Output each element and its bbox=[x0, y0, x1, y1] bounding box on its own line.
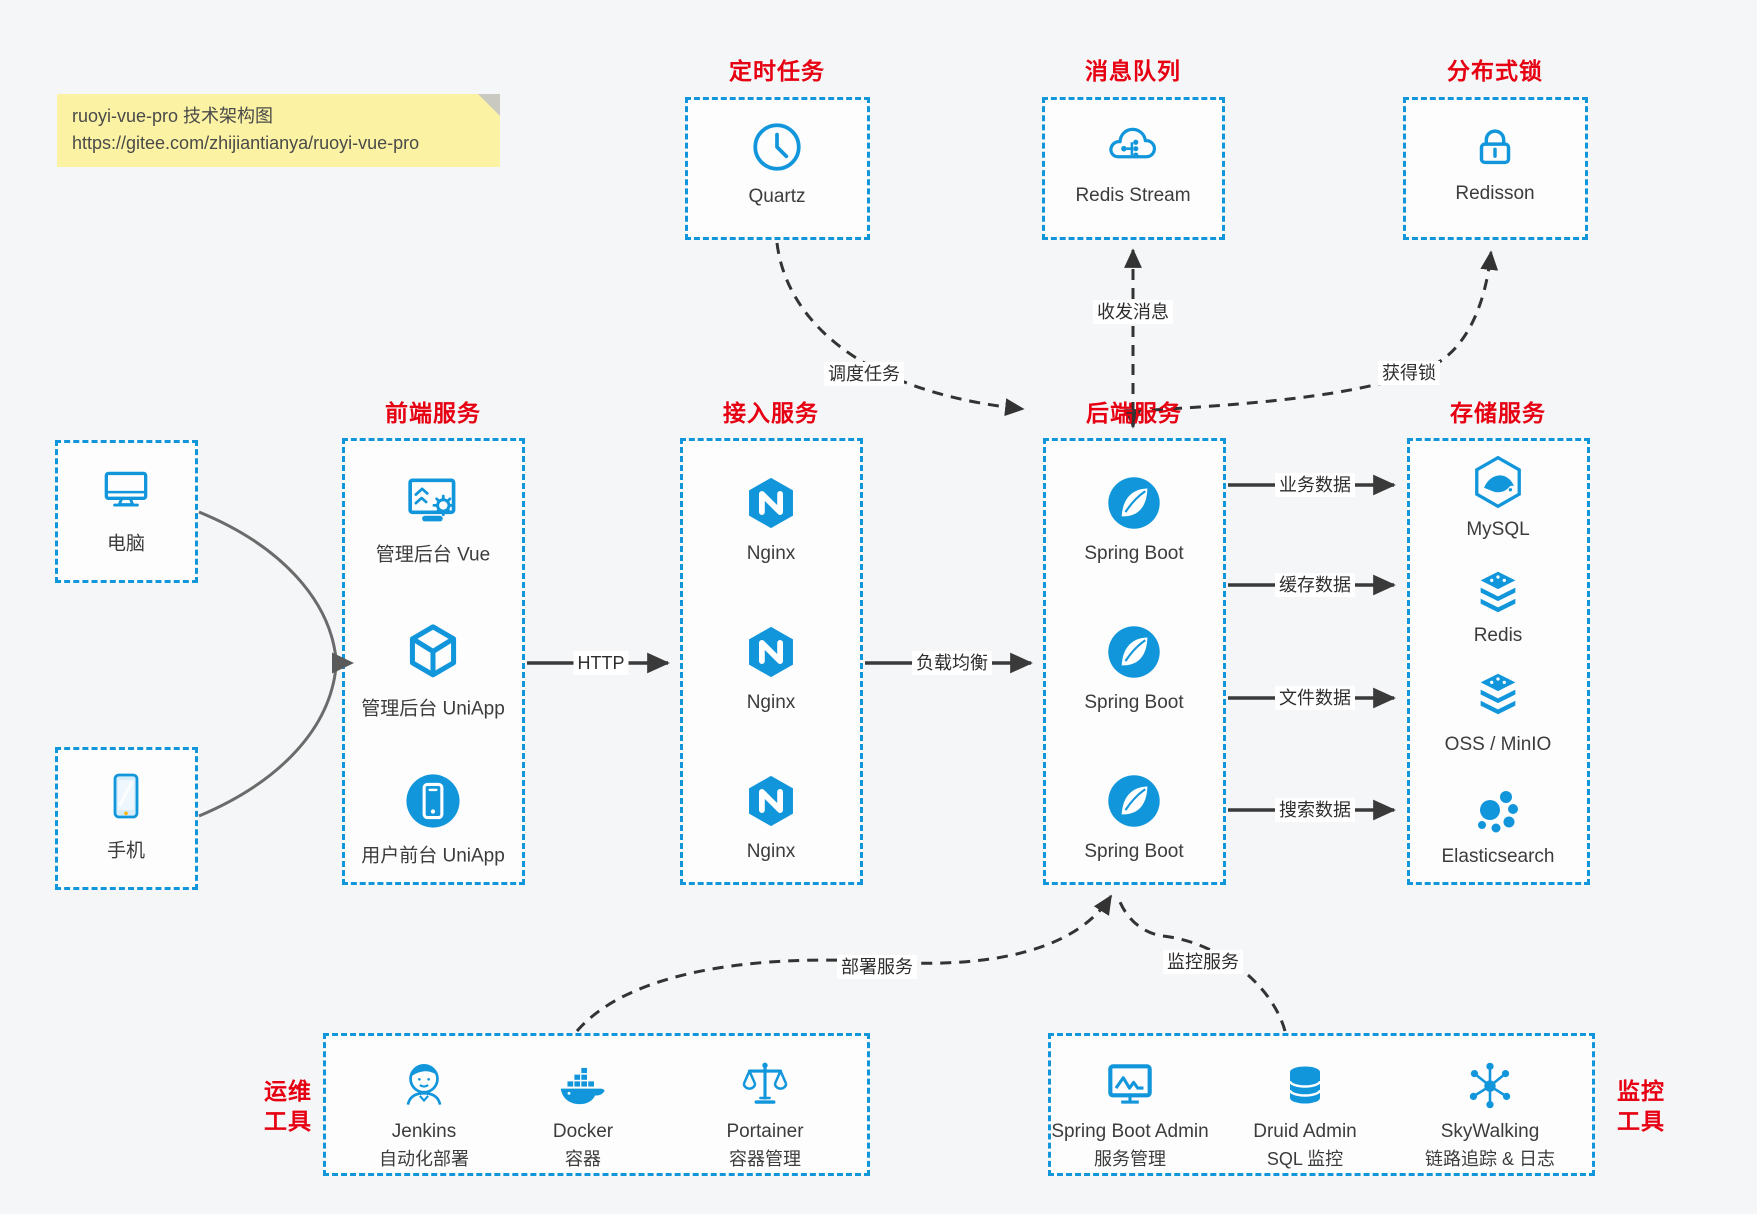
edge-label-search-data: 搜索数据 bbox=[1275, 798, 1355, 822]
group-box-distributed-lock bbox=[1403, 97, 1588, 240]
node-label-mysql: MySQL bbox=[1466, 519, 1530, 540]
node-sublabel-druid: SQL 监控 bbox=[1266, 1149, 1344, 1169]
node-label-redis: Redis bbox=[1473, 625, 1523, 646]
node-label-spring-boot-1: Spring Boot bbox=[1084, 543, 1184, 564]
skywalking-icon bbox=[1461, 1056, 1519, 1114]
redis-stack-icon bbox=[1471, 565, 1525, 619]
spring-boot-icon bbox=[1104, 771, 1164, 831]
spring-boot-admin-icon bbox=[1101, 1056, 1159, 1114]
node-label-redisson: Redisson bbox=[1455, 183, 1535, 204]
node-label-oss-minio: OSS / MinIO bbox=[1444, 734, 1552, 755]
group-title-frontend: 前端服务 bbox=[385, 400, 481, 426]
node-label-docker: Docker bbox=[552, 1121, 614, 1142]
admin-vue-icon bbox=[401, 470, 465, 534]
desktop-icon bbox=[97, 460, 155, 518]
node-sublabel-sb-admin: 服务管理 bbox=[1094, 1149, 1166, 1169]
group-box-message-queue bbox=[1042, 97, 1225, 240]
cloud-stream-icon bbox=[1103, 116, 1163, 176]
group-title-gateway: 接入服务 bbox=[723, 400, 819, 426]
node-label-nginx-1: Nginx bbox=[746, 543, 796, 564]
group-title-monitoring-tools: 监控 工具 bbox=[1617, 1076, 1665, 1136]
node-label-quartz: Quartz bbox=[748, 186, 806, 207]
edge-label-business-data: 业务数据 bbox=[1275, 473, 1355, 497]
node-label-admin-vue: 管理后台 Vue bbox=[375, 544, 491, 566]
group-box-devops-tools bbox=[323, 1033, 870, 1176]
group-title-monitoring-line2: 工具 bbox=[1617, 1108, 1665, 1134]
group-title-devops-tools: 运维 工具 bbox=[264, 1076, 312, 1136]
node-label-elasticsearch: Elasticsearch bbox=[1441, 846, 1555, 867]
node-label-redis-stream: Redis Stream bbox=[1075, 185, 1191, 206]
node-label-admin-uniapp: 管理后台 UniApp bbox=[361, 698, 505, 720]
edge-label-load-balance: 负载均衡 bbox=[912, 651, 992, 675]
node-label-skywalking: SkyWalking bbox=[1440, 1121, 1540, 1142]
node-label-jenkins: Jenkins bbox=[391, 1121, 457, 1142]
node-label-druid: Druid Admin bbox=[1253, 1121, 1357, 1142]
edge-label-http: HTTP bbox=[573, 651, 629, 675]
clock-icon bbox=[748, 118, 806, 176]
node-label-nginx-3: Nginx bbox=[746, 841, 796, 862]
node-label-spring-boot-3: Spring Boot bbox=[1084, 841, 1184, 862]
edge-label-deploy-service: 部署服务 bbox=[837, 955, 917, 979]
lock-icon bbox=[1468, 120, 1522, 174]
nginx-icon bbox=[741, 622, 801, 682]
edge-label-send-receive-message: 收发消息 bbox=[1093, 300, 1173, 324]
node-label-user-uniapp: 用户前台 UniApp bbox=[361, 845, 505, 867]
edge-label-cache-data: 缓存数据 bbox=[1275, 573, 1355, 597]
node-label-sb-admin: Spring Boot Admin bbox=[1051, 1121, 1209, 1142]
connector-mobile-frontend bbox=[198, 666, 338, 818]
group-title-scheduled-task: 定时任务 bbox=[729, 58, 825, 84]
nginx-icon bbox=[741, 473, 801, 533]
sticky-note: ruoyi-vue-pro 技术架构图 https://gitee.com/zh… bbox=[57, 94, 500, 167]
mysql-icon bbox=[1469, 453, 1527, 511]
note-title: ruoyi-vue-pro 技术架构图 bbox=[72, 106, 274, 126]
node-label-mobile: 手机 bbox=[106, 840, 146, 862]
nginx-icon bbox=[741, 771, 801, 831]
smartphone-icon bbox=[98, 768, 154, 824]
connector-acquire-lock bbox=[1151, 250, 1499, 412]
edge-label-acquire-lock: 获得锁 bbox=[1378, 361, 1440, 385]
druid-icon bbox=[1277, 1057, 1333, 1113]
group-title-monitoring-line1: 监控 bbox=[1617, 1078, 1665, 1104]
node-sublabel-portainer: 容器管理 bbox=[729, 1149, 801, 1169]
group-title-message-queue: 消息队列 bbox=[1085, 58, 1181, 84]
node-sublabel-docker: 容器 bbox=[565, 1149, 601, 1169]
uniapp-cube-icon bbox=[401, 620, 465, 684]
spring-boot-icon bbox=[1104, 473, 1164, 533]
node-label-pc: 电脑 bbox=[106, 533, 146, 555]
spring-boot-icon bbox=[1104, 622, 1164, 682]
edge-label-schedule-task: 调度任务 bbox=[824, 362, 904, 386]
group-title-devops-line1: 运维 bbox=[264, 1078, 312, 1104]
group-box-pc-client bbox=[55, 440, 198, 583]
edge-label-monitor-service: 监控服务 bbox=[1163, 950, 1243, 974]
portainer-icon bbox=[736, 1056, 794, 1114]
docker-icon bbox=[554, 1056, 612, 1114]
group-title-devops-line2: 工具 bbox=[264, 1108, 312, 1134]
node-sublabel-jenkins: 自动化部署 bbox=[379, 1149, 469, 1169]
node-label-portainer: Portainer bbox=[726, 1121, 804, 1142]
note-url: https://gitee.com/zhijiantianya/ruoyi-vu… bbox=[72, 133, 420, 153]
elasticsearch-icon bbox=[1470, 784, 1526, 840]
node-label-spring-boot-2: Spring Boot bbox=[1084, 692, 1184, 713]
group-title-distributed-lock: 分布式锁 bbox=[1447, 58, 1543, 84]
group-box-mobile-client bbox=[55, 747, 198, 890]
node-label-nginx-2: Nginx bbox=[746, 692, 796, 713]
group-box-monitoring-tools bbox=[1048, 1033, 1595, 1176]
group-title-storage: 存储服务 bbox=[1450, 400, 1546, 426]
edge-label-file-data: 文件数据 bbox=[1275, 686, 1355, 710]
user-app-icon bbox=[402, 770, 464, 832]
group-title-backend: 后端服务 bbox=[1086, 400, 1182, 426]
connector-pc-frontend bbox=[198, 510, 338, 660]
jenkins-icon bbox=[395, 1056, 453, 1114]
node-sublabel-skywalking: 链路追踪 & 日志 bbox=[1424, 1149, 1556, 1169]
note-fold-corner bbox=[478, 94, 500, 116]
oss-stack-icon bbox=[1471, 667, 1525, 721]
